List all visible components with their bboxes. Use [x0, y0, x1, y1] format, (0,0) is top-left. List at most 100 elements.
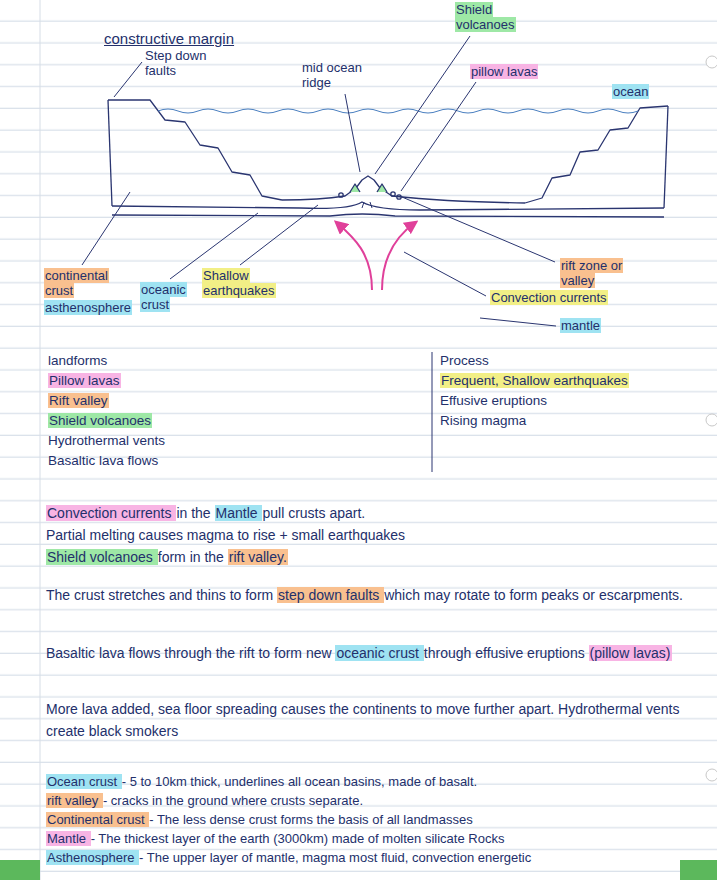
highlighted-words: Rift valley: [48, 393, 109, 408]
plain-words: - 5 to 10km thick, underlines all ocean …: [122, 774, 478, 789]
note-text: Convection currents in the Mantle pull c…: [46, 502, 691, 524]
part-label: rift zone or valley: [560, 258, 636, 288]
note-text: Shield volcanoes form in the rift valley…: [46, 546, 691, 568]
plain-words: constructive margin: [104, 30, 234, 47]
table-cell: Shield volcanoes: [48, 412, 152, 430]
highlighted-words: rift valley: [46, 793, 103, 808]
highlighted-words: rift valley.: [228, 549, 288, 565]
table-cell: Rising magma: [440, 412, 526, 430]
definition-text: Mantle - The thickest layer of the earth…: [46, 829, 696, 848]
plain-words: Basaltic lava flows through the rift to …: [46, 645, 335, 661]
note-text: More lava added, sea floor spreading cau…: [46, 698, 691, 742]
plain-words: pull crusts apart.: [262, 505, 365, 521]
margin-line: [40, 0, 41, 880]
highlighted-words: rift zone or valley: [560, 258, 623, 288]
highlighted-words: Shield volcanoes: [455, 2, 516, 32]
sea-floor: [282, 176, 525, 203]
plain-words: Basaltic lava flows: [48, 453, 158, 468]
part-label: asthenosphere: [44, 300, 132, 315]
pillow-lava: [397, 195, 401, 199]
table-cell: Hydrothermal vents: [48, 432, 165, 450]
table-cell: Frequent, Shallow earthquakes: [440, 372, 629, 390]
convection-arrow: [336, 222, 372, 290]
table-cell: Basaltic lava flows: [48, 452, 158, 470]
leader-line: [82, 192, 130, 265]
table-cell: Rift valley: [48, 392, 109, 410]
continent-edge: [108, 100, 112, 206]
note-text: The crust stretches and thins to form st…: [46, 584, 691, 606]
highlighted-words: (pillow lavas): [589, 645, 672, 661]
corner-bar: [0, 860, 40, 880]
highlighted-words: Continental crust: [46, 812, 149, 827]
part-label: continental crust: [44, 268, 122, 298]
step-faults-right: [525, 106, 668, 203]
table-cell: Pillow lavas: [48, 372, 121, 390]
plain-words: - The thickest layer of the earth (3000k…: [91, 831, 505, 846]
leader-line: [401, 82, 476, 191]
table-header: Process: [440, 352, 489, 370]
plain-words: - cracks in the ground where crusts sepa…: [103, 793, 363, 808]
note-text: Partial melting causes magma to rise + s…: [46, 524, 691, 546]
pillow-lava: [339, 193, 343, 197]
note-text: Basaltic lava flows through the rift to …: [46, 642, 691, 664]
highlighted-words: Shield volcanoes: [48, 413, 152, 428]
plain-words: Partial melting causes magma to rise + s…: [46, 527, 405, 543]
plain-words: mid ocean ridge: [302, 60, 362, 90]
highlighted-words: continental crust: [44, 268, 109, 298]
part-label: pillow lavas: [470, 64, 538, 79]
pillow-lava: [391, 192, 395, 196]
table-header: landforms: [48, 352, 107, 370]
highlighted-words: Ocean crust: [46, 774, 122, 789]
leader-line: [345, 94, 360, 172]
leader-line: [480, 318, 556, 326]
plain-words: through effusive eruptions: [424, 645, 589, 661]
table-cell: Effusive eruptions: [440, 392, 547, 410]
leader-lines: [82, 36, 556, 326]
part-label: mid ocean ridge: [302, 60, 376, 90]
shield-volcano: [350, 184, 360, 192]
plain-words: - The less dense crust forms the basis o…: [149, 812, 472, 827]
plain-words: The crust stretches and thins to form: [46, 587, 277, 603]
part-label: mantle: [560, 318, 601, 333]
plain-words: Step down faults: [145, 48, 206, 78]
ocean-surface: [158, 109, 638, 113]
leader-line: [375, 36, 470, 174]
part-label: Step down faults: [145, 48, 221, 78]
plain-words: in the: [176, 505, 214, 521]
highlighted-words: Shield volcanoes: [46, 549, 158, 565]
leader-line: [402, 197, 555, 262]
highlighted-words: Convection currents: [490, 290, 608, 305]
plain-words: Process: [440, 353, 489, 368]
heading: constructive margin: [104, 30, 234, 48]
highlighted-words: Pillow lavas: [48, 373, 121, 388]
highlighted-words: asthenosphere: [44, 300, 132, 315]
cross-section: [108, 100, 668, 217]
plain-words: Rising magma: [440, 413, 526, 428]
punch-hole: [706, 769, 717, 781]
plain-words: landforms: [48, 353, 107, 368]
highlighted-words: pillow lavas: [470, 64, 538, 79]
plain-words: form in the: [158, 549, 228, 565]
plain-words: Hydrothermal vents: [48, 433, 165, 448]
part-label: Shallow earthquakes: [202, 268, 286, 298]
asthenosphere-top: [112, 214, 664, 217]
plain-words: Effusive eruptions: [440, 393, 547, 408]
highlighted-words: Convection currents: [46, 505, 176, 521]
convection-arrows: [336, 222, 416, 290]
highlighted-words: Mantle: [46, 831, 91, 846]
part-label: Convection currents: [490, 290, 608, 305]
highlighted-words: Asthenosphere: [46, 850, 139, 865]
table-divider: [432, 352, 433, 472]
crust-base: [112, 202, 664, 210]
step-faults-left: [108, 100, 282, 200]
leader-line: [114, 62, 142, 97]
part-label: ocean: [612, 84, 649, 99]
plain-words: More lava added, sea floor spreading cau…: [46, 701, 679, 739]
highlighted-words: ocean: [612, 84, 649, 99]
highlighted-words: Frequent, Shallow earthquakes: [440, 373, 629, 388]
highlighted-words: Mantle: [215, 505, 263, 521]
definition-text: rift valley - cracks in the ground where…: [46, 791, 696, 810]
punch-hole: [706, 56, 717, 68]
highlighted-words: Shallow earthquakes: [202, 268, 276, 298]
